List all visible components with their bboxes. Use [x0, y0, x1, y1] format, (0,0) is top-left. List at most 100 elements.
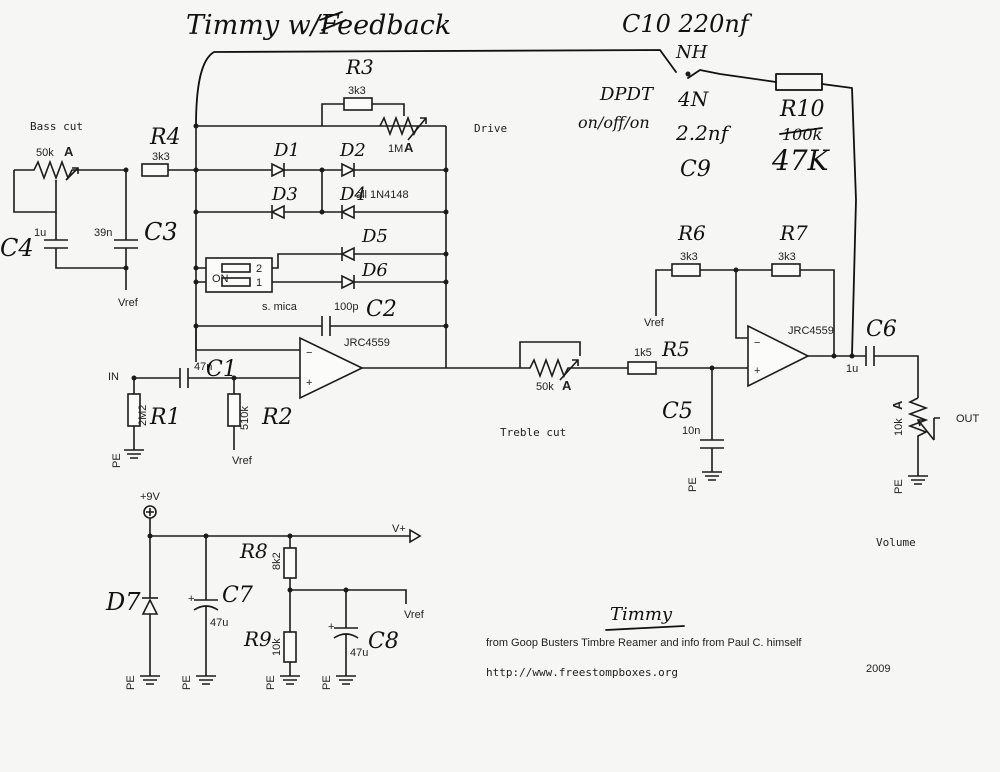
junction-l4	[193, 265, 199, 271]
credits-source: from Goop Busters Timbre Reamer and info…	[486, 637, 802, 649]
pe-c7: PE	[181, 675, 193, 690]
out-label: OUT	[956, 413, 980, 425]
r9-ground	[280, 662, 300, 685]
pot-drive-arrow	[407, 117, 427, 141]
vref-supply: Vref	[404, 609, 425, 621]
opamp1-plus: +	[306, 377, 312, 389]
r7-resistor	[771, 263, 801, 277]
v-plus-label: V+	[392, 523, 406, 535]
opamp2	[747, 324, 810, 388]
d6-diode	[341, 274, 356, 290]
note-r10: R10	[779, 97, 825, 122]
pot-bass	[14, 159, 126, 181]
dip-1-label: 1	[256, 277, 262, 289]
schematic-title: Timmy w/Feedback	[186, 10, 451, 41]
r4-resistor	[141, 163, 169, 177]
r5-resistor	[627, 361, 657, 375]
r9-value: 10k	[271, 638, 283, 656]
r8-name: R8	[239, 539, 268, 563]
note-on-off-on: on/off/on	[578, 113, 650, 132]
junction-r3	[443, 251, 449, 257]
feedback-wire-left	[195, 49, 677, 127]
dip-2-label: 2	[256, 263, 262, 275]
opamp2-plus: +	[754, 365, 760, 377]
c7-ground	[196, 675, 216, 685]
bass-cut-label: Bass cut	[30, 120, 83, 133]
junction-r6-r7	[733, 267, 739, 273]
pot-bass-value: 50k	[36, 147, 54, 159]
pot-drive-taper: A	[404, 140, 414, 155]
pe-r1: PE	[111, 453, 123, 468]
c5-name: C5	[662, 399, 693, 424]
r10-strikeout	[779, 127, 823, 135]
d2-diode	[341, 162, 356, 178]
dip-on-label: ON	[212, 273, 229, 285]
r9-resistor	[283, 631, 297, 663]
v-plus-arrow	[409, 528, 422, 544]
r3-value: 3k3	[348, 85, 366, 97]
c1-value: 47n	[194, 361, 212, 373]
pe-volume: PE	[893, 479, 905, 494]
wire-treble-bypass	[519, 341, 581, 368]
vref-r6: Vref	[644, 317, 665, 329]
r3-name: R3	[345, 55, 374, 79]
c6-capacitor	[865, 346, 919, 398]
r7-name: R7	[779, 221, 808, 245]
in-label: IN	[108, 371, 119, 383]
opamp2-name: JRC4559	[788, 325, 834, 337]
d5-name: D5	[361, 226, 388, 247]
r4-value: 3k3	[152, 151, 170, 163]
wire-volume-wiper	[933, 417, 940, 440]
r4-name: R4	[149, 125, 181, 150]
pot-drive	[379, 115, 419, 137]
opamp1-name: JRC4559	[344, 337, 390, 349]
junction-out1	[831, 353, 837, 359]
wire-vref	[290, 589, 407, 604]
c2-value: 100p	[334, 301, 358, 313]
treble-cut-label: Treble cut	[500, 426, 566, 439]
credits-url: http://www.freestompboxes.org	[486, 666, 678, 679]
c3-value: 39n	[94, 227, 112, 239]
junction-r5	[443, 323, 449, 329]
wire-r3-left	[321, 103, 344, 126]
dip-switch-2	[221, 277, 251, 287]
c8-name: C8	[368, 629, 399, 654]
r6-name: R6	[677, 221, 706, 245]
c8-polarity: +	[328, 621, 334, 633]
wire-r7-out	[800, 269, 835, 356]
junction-r4	[443, 279, 449, 285]
signature-timmy: Timmy	[610, 604, 673, 625]
pe-d7: PE	[125, 675, 137, 690]
r8-resistor	[283, 547, 297, 579]
r6-value: 3k3	[680, 251, 698, 263]
d4-name: D4	[339, 184, 366, 205]
note-r10-new: 47K	[771, 144, 831, 177]
volume-ground	[908, 475, 928, 485]
wire-opamp2-minus	[735, 270, 748, 339]
dip-switch-1	[221, 263, 251, 273]
c2-capacitor	[196, 316, 446, 336]
wire-dip-left	[196, 267, 206, 283]
junction-bass	[123, 167, 129, 173]
c8-ground	[336, 675, 356, 685]
r5-name: R5	[661, 337, 690, 361]
feedback-wire-right	[821, 83, 857, 356]
vref-bass: Vref	[118, 297, 139, 309]
plus-9v-label: +9V	[140, 491, 161, 503]
note-c10: C10 220nf	[622, 10, 753, 38]
opamp1-minus: −	[306, 347, 312, 359]
c7-bottom	[193, 605, 219, 676]
d2-name: D2	[339, 140, 366, 161]
r1-value: 2M2	[137, 405, 149, 426]
switch-pivot	[685, 71, 691, 77]
wire-r6-left	[655, 269, 672, 316]
pe-c5: PE	[687, 477, 699, 492]
vref-r2: Vref	[232, 455, 253, 467]
junction-r1	[443, 167, 449, 173]
junction-r2	[443, 209, 449, 215]
pot-volume-arrow	[916, 419, 935, 441]
junction-l5	[193, 279, 199, 285]
pot-treble-value: 50k	[536, 381, 554, 393]
junction-l2	[193, 167, 199, 173]
